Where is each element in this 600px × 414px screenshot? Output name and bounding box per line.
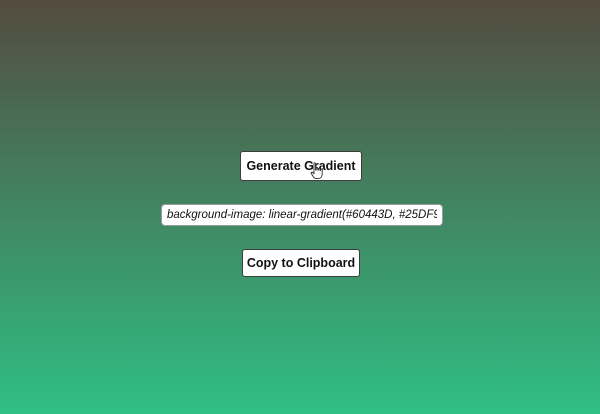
generate-gradient-button[interactable]: Generate Gradient (240, 151, 362, 181)
copy-to-clipboard-button[interactable]: Copy to Clipboard (242, 249, 360, 277)
css-output-field[interactable] (161, 204, 443, 226)
